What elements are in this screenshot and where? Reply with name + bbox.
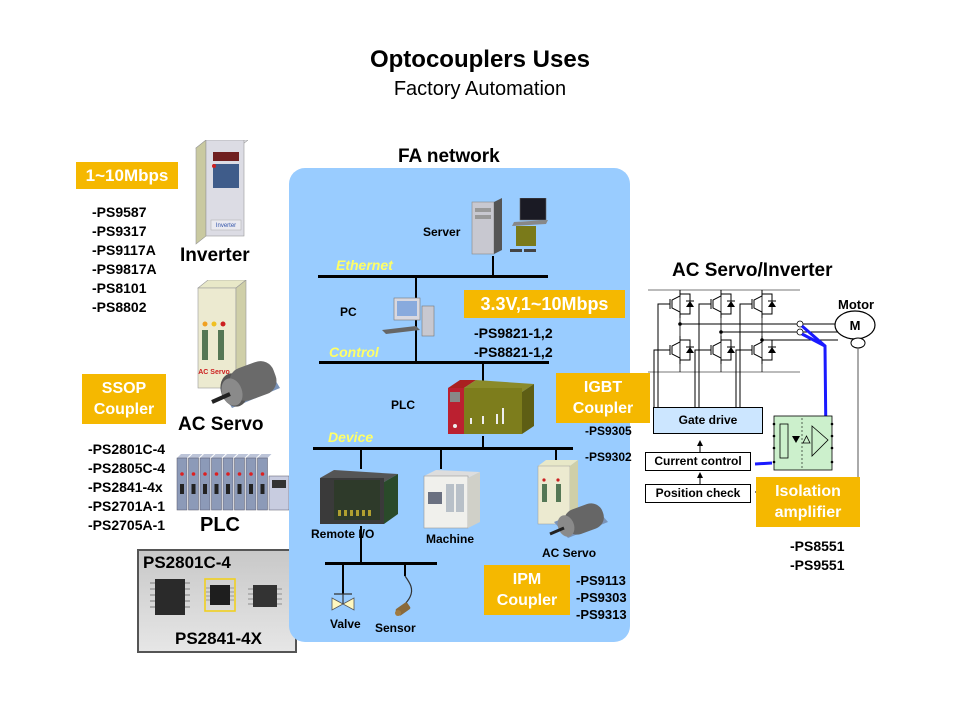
sense-wire-v: [801, 332, 826, 348]
plc-module-icon: [176, 454, 191, 511]
sensor-label: Sensor: [375, 621, 416, 635]
network-plc-icon: [446, 378, 536, 438]
plc-module-icon: [257, 454, 272, 511]
plc-to-device-line: [482, 436, 484, 448]
pc-label: PC: [340, 305, 357, 319]
ac-servo-drop-line: [555, 449, 557, 461]
pc-icon: [380, 296, 440, 344]
server-icon: [470, 197, 552, 260]
ac-servo-label: AC Servo: [178, 414, 264, 435]
remote-io-to-field-line: [360, 526, 362, 563]
remote-io-icon: [320, 470, 400, 526]
network-plc-label: PLC: [391, 398, 415, 412]
iso-badge-line1: Isolation: [775, 483, 841, 500]
ipm-part-list: -PS9113 -PS9303 -PS9313: [576, 573, 627, 622]
photo-label-ps2801c: PS2801C-4: [143, 553, 231, 572]
photo-label-ps2841: PS2841-4X: [175, 629, 262, 648]
igbt-switch-icon: [662, 336, 694, 364]
control-to-plc-line: [482, 363, 484, 383]
chip-sop8-icon: [248, 585, 282, 607]
device-bus: [313, 447, 573, 450]
control-bus: [319, 361, 549, 364]
igbt-part-list: -PS9305 -PS9302: [585, 424, 632, 464]
server-label: Server: [423, 225, 461, 239]
ssop-badge-line1: SSOP: [101, 380, 147, 397]
remote-io-label: Remote I/O: [311, 527, 375, 541]
network-ac-servo-icon: [534, 460, 612, 546]
inverter-device-text: Inverter: [216, 223, 236, 229]
igbt-switch-icon: [744, 290, 776, 318]
ipm-badge-line2: Coupler: [496, 592, 558, 609]
iso-badge-line2: amplifier: [774, 504, 842, 521]
ipm-badge-line1: IPM: [512, 571, 542, 588]
valve-icon: [328, 592, 358, 616]
gate-drive-box: Gate drive: [653, 407, 763, 434]
igbt-switch-icon: [662, 290, 694, 318]
control-part-list: -PS9821-1,2 -PS8821-1,2: [474, 325, 553, 360]
igbt-switch-icon: [703, 290, 735, 318]
current-sensor-v: [796, 328, 804, 336]
ssop-badge-line2: Coupler: [93, 401, 155, 418]
control-label: Control: [329, 344, 379, 360]
server-drop-line: [492, 256, 494, 276]
motor-label: Motor: [838, 297, 875, 312]
chip-photo: PS2801C-4 PS2841-4X: [137, 549, 297, 653]
ac-servo-device-text: AC Servo: [198, 369, 230, 376]
inverter-label: Inverter: [180, 245, 250, 266]
network-ac-servo-label: AC Servo: [542, 546, 597, 560]
remote-io-drop-line: [360, 449, 362, 469]
ssop-coupler-badge: SSOP Coupler: [82, 374, 166, 424]
current-control-box: Current control: [645, 452, 751, 471]
isolation-amplifier-part-list: -PS8551 -PS9551: [790, 538, 845, 573]
device-label: Device: [328, 429, 374, 445]
igbt-switch-icon: [703, 336, 735, 364]
valve-label: Valve: [330, 617, 361, 631]
speed-badge-control: 3.3V,1~10Mbps: [464, 290, 625, 318]
plc-rack-icon: [175, 452, 291, 514]
fa-network-title: FA network: [398, 146, 500, 167]
igbt-badge-line2: Coupler: [572, 400, 634, 417]
page-subtitle: Factory Automation: [393, 78, 567, 100]
inverter-part-list: -PS9587 -PS9317 -PS9117A -PS9817A -PS810…: [92, 204, 157, 315]
motor-symbol: M: [850, 318, 861, 333]
igbt-badge-line1: IGBT: [583, 379, 623, 396]
plc-label: PLC: [200, 514, 240, 536]
chip-images: [150, 578, 282, 615]
field-bus: [325, 562, 437, 565]
igbt-coupler-badge: IGBT Coupler: [556, 373, 650, 423]
plc-module-icon: [245, 454, 260, 511]
isolation-amplifier-badge: Isolation amplifier: [756, 477, 860, 527]
chip-ssop-highlighted-icon: [204, 578, 236, 612]
servo-circuit-title: AC Servo/Inverter: [672, 260, 833, 281]
machine-drop-line: [440, 449, 442, 469]
plc-module-icon: [199, 454, 214, 511]
gate-drive-leads: [653, 303, 744, 407]
ipm-coupler-badge: IPM Coupler: [484, 565, 570, 615]
inverter-circuit-diagram: M: [640, 280, 900, 540]
machine-icon: [420, 470, 484, 530]
valve-drop-line: [342, 564, 344, 594]
plc-module-icon: [222, 454, 237, 511]
sensor-drop-line: [404, 564, 406, 576]
position-check-box: Position check: [645, 484, 751, 503]
ethernet-label: Ethernet: [336, 257, 393, 273]
plc-module-icon: [234, 454, 249, 511]
igbt-bridge: [662, 290, 776, 372]
page-title: Optocouplers Uses: [369, 46, 591, 73]
chip-sop16-icon: [150, 579, 190, 615]
sensor-icon: [392, 575, 422, 619]
plc-module-icon: [211, 454, 226, 511]
ssop-part-list: -PS2801C-4 -PS2805C-4 -PS2841-4x -PS2701…: [88, 441, 166, 533]
ethernet-bus: [318, 275, 548, 278]
inverter-device-icon: Inverter: [192, 139, 249, 246]
plc-module-icon: [188, 454, 203, 511]
encoder-icon: [850, 337, 866, 349]
machine-label: Machine: [426, 532, 475, 546]
current-sensor-u: [796, 320, 804, 328]
sense-wire-to-control: [754, 461, 773, 466]
speed-badge-inverter: 1~10Mbps: [76, 162, 178, 189]
ac-servo-device-icon: AC Servo: [190, 279, 282, 418]
